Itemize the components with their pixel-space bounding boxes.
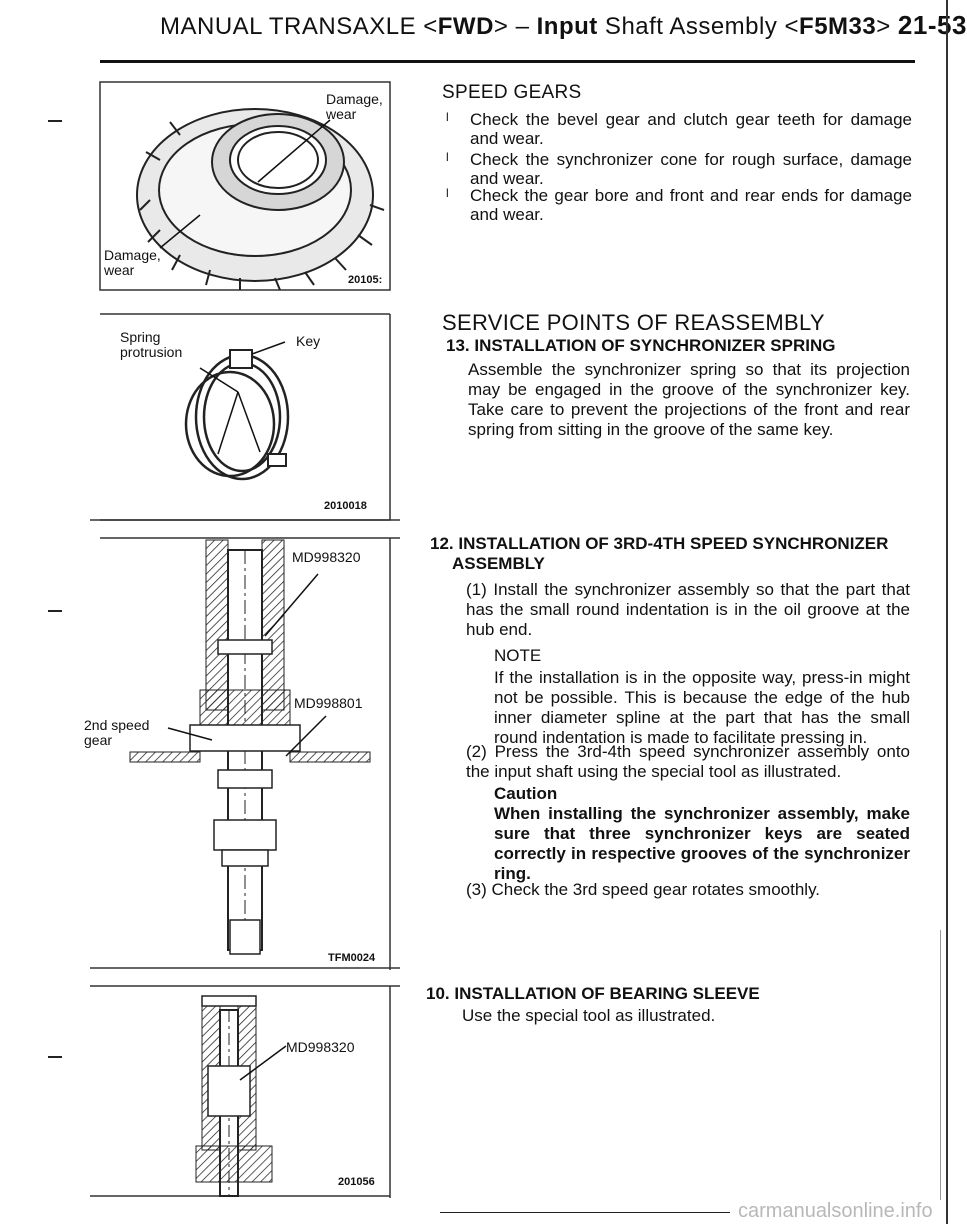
page-number: 21-53 — [897, 10, 967, 40]
note-body: If the installation is in the opposite w… — [494, 668, 910, 747]
label-md998801: MD998801 — [294, 695, 363, 711]
press-illustration — [90, 519, 400, 970]
label-key: Key — [296, 333, 321, 349]
footer-rule — [440, 1212, 730, 1213]
step-13-body: Assemble the synchronizer spring so that… — [468, 360, 910, 439]
margin-mark — [48, 610, 62, 612]
figure-gear-damage: Damage, wear Damage, wear 20105: — [90, 80, 400, 292]
figure-press-synchronizer: MD998320 MD998801 2nd speed gear TFM0024 — [84, 519, 400, 970]
binding-line-inner — [940, 930, 941, 1200]
figure-bearing-sleeve: MD998320 201056 — [90, 970, 400, 1200]
figure-code: TFM0024 — [328, 952, 376, 964]
label-2nd-speed-gear: 2nd speed gear — [84, 717, 150, 748]
binding-line — [946, 0, 948, 1224]
heading-speed-gears: SPEED GEARS — [442, 82, 582, 103]
step-12-p2: (2) Press the 3rd-4th speed synchronizer… — [466, 742, 910, 781]
heading-service-points: SERVICE POINTS OF REASSEMBLY — [442, 310, 825, 335]
header-fwd: FWD — [437, 13, 494, 40]
bullet-text: Check the synchronizer cone for rough su… — [470, 150, 912, 188]
figure-code: 201056 — [338, 1176, 375, 1188]
header-suffix: > — [876, 13, 898, 40]
header-title: Shaft Assembly < — [597, 13, 800, 40]
figure-code: 20105: — [348, 274, 383, 286]
step-13-title: 13. INSTALLATION OF SYNCHRONIZER SPRING — [446, 336, 836, 355]
header-input-word: Input — [536, 13, 598, 40]
bullet-dot: l — [446, 150, 449, 164]
label-spring-protrusion: Spring protrusion — [120, 329, 183, 360]
step-12-p3: (3) Check the 3rd speed gear rotates smo… — [466, 880, 821, 899]
bullet-text: Check the bevel gear and clutch gear tee… — [470, 110, 912, 148]
bullet-dot: l — [446, 110, 449, 124]
figure-code: 2010018 — [324, 500, 367, 512]
label-damage-wear-top: Damage, wear — [326, 91, 383, 122]
header-prefix: MANUAL TRANSAXLE < — [160, 13, 438, 40]
bullet-text: Check the gear bore and front and rear e… — [470, 186, 912, 224]
step-12-p1: (1) Install the synchronizer assembly so… — [466, 580, 910, 639]
gear-illustration — [99, 81, 391, 291]
sleeve-illustration — [90, 985, 400, 1198]
bullet-dot: l — [446, 186, 449, 200]
figure-synchronizer-spring: Spring protrusion Key 2010018 — [90, 312, 400, 524]
caution-title: Caution — [494, 784, 558, 803]
margin-mark — [48, 120, 62, 122]
page-header: MANUAL TRANSAXLE <FWD> – Input Shaft Ass… — [160, 10, 966, 54]
header-middle: > – — [493, 13, 537, 40]
margin-mark — [48, 1056, 62, 1058]
label-md998320: MD998320 — [286, 1039, 355, 1055]
step-10-title: 10. INSTALLATION OF BEARING SLEEVE — [426, 984, 760, 1003]
label-damage-wear-left: Damage, wear — [104, 247, 161, 278]
header-rule — [100, 60, 915, 63]
watermark: carmanualsonline.info — [738, 1200, 933, 1222]
step-10-body: Use the special tool as illustrated. — [462, 1006, 716, 1025]
label-md998320: MD998320 — [292, 549, 361, 565]
header-model: F5M33 — [799, 13, 877, 40]
note-title: NOTE — [494, 646, 542, 665]
step-12-title-cont: ASSEMBLY — [452, 554, 545, 573]
step-12-title: 12. INSTALLATION OF 3RD-4TH SPEED SYNCHR… — [430, 534, 889, 553]
caution-body: When installing the synchronizer assembl… — [494, 804, 910, 883]
